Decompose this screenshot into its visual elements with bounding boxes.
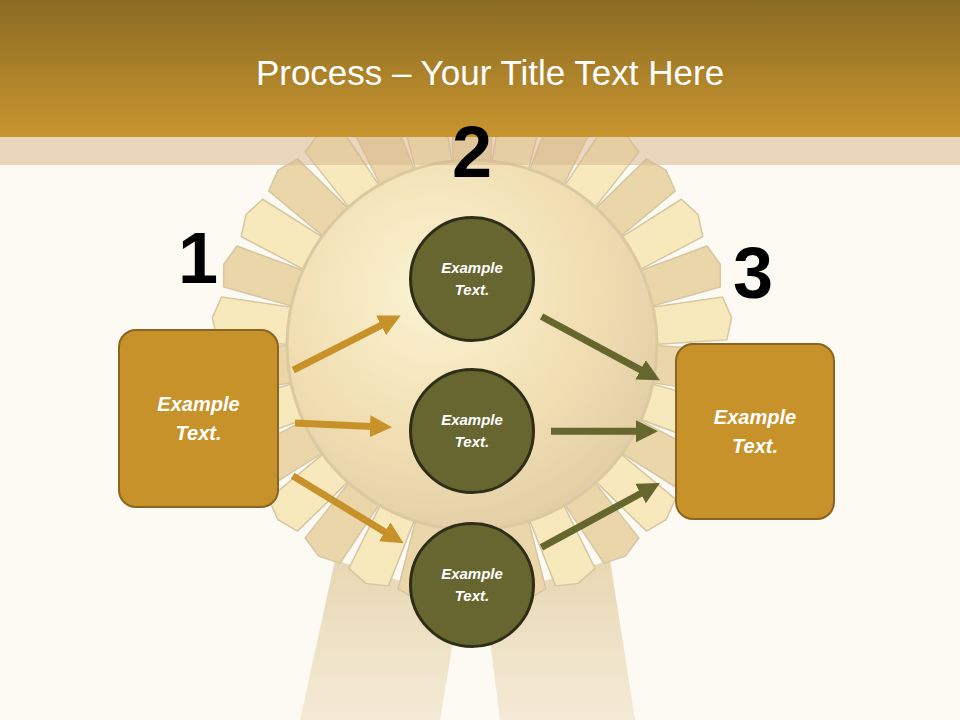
- node-text: Example Text.: [428, 563, 516, 607]
- circle-shape: [411, 524, 534, 647]
- flow-arrow: [293, 476, 386, 533]
- node-text: Example Text.: [689, 403, 821, 461]
- node-text: Example Text.: [428, 257, 516, 301]
- node-text: Example Text.: [132, 390, 265, 448]
- callout-number: 1: [178, 222, 218, 294]
- node-text: Example Text.: [428, 409, 516, 453]
- process-box: Example Text.: [118, 329, 279, 508]
- medal-disk: [287, 160, 657, 530]
- flow-arrow: [293, 325, 382, 370]
- callout-number: 3: [733, 237, 773, 309]
- process-circle: Example Text.: [409, 522, 535, 648]
- flow-arrow: [551, 428, 637, 435]
- process-circle: Example Text.: [409, 216, 535, 342]
- flow-arrow: [295, 423, 371, 426]
- flow-arrow: [541, 493, 641, 547]
- process-box: Example Text.: [675, 343, 835, 520]
- callout-number: 2: [452, 116, 492, 188]
- slide-title: Process – Your Title Text Here: [20, 52, 960, 94]
- circle-shape: [411, 370, 534, 493]
- rosette: [212, 84, 731, 720]
- circle-outline: [409, 216, 535, 342]
- flow-arrow: [542, 316, 642, 370]
- circle-outline: [409, 368, 535, 494]
- circle-outline: [409, 522, 535, 648]
- circle-shape: [411, 218, 534, 341]
- process-circle: Example Text.: [409, 368, 535, 494]
